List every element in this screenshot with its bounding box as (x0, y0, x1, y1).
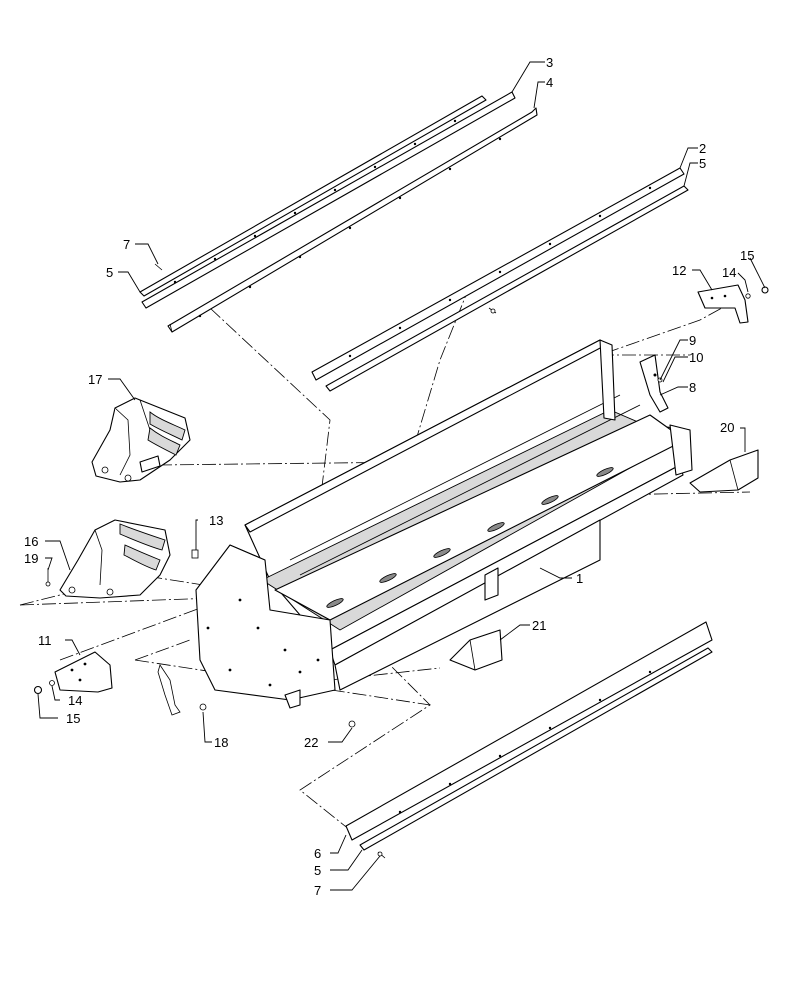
part-5-lower-strip (359, 647, 713, 851)
link-arm (157, 664, 181, 716)
end-plate-holes (206, 598, 320, 687)
part-13-bolt (191, 549, 199, 559)
callout-19: 19 (24, 551, 38, 566)
part-7-bolt-upper (154, 263, 163, 271)
callout-7-upper: 7 (123, 237, 130, 252)
callout-6: 6 (314, 846, 321, 861)
trough-slots (326, 467, 614, 608)
callout-8: 8 (689, 380, 696, 395)
lower-strip-holes (398, 670, 652, 814)
part-8-bracket (639, 354, 669, 413)
callout-17: 17 (88, 372, 102, 387)
part-17-casting (91, 397, 191, 483)
part-2-5-holes (348, 186, 652, 358)
callout-21: 21 (532, 618, 546, 633)
part-3-4-holes (173, 119, 502, 318)
callout-3: 3 (546, 55, 553, 70)
part-19-bolt (45, 568, 51, 587)
part-20-shield (689, 449, 759, 493)
part-11-bracket (54, 651, 113, 693)
callout-11: 11 (38, 633, 52, 648)
part-5-strip (325, 185, 689, 392)
callout-18: 18 (214, 735, 228, 750)
part-21-shield (449, 629, 503, 671)
part-22-bolt (348, 720, 356, 728)
callout-1: 1 (576, 571, 583, 586)
callout-5-upper-left: 5 (106, 265, 113, 280)
callout-7-lower: 7 (314, 883, 321, 898)
callout-2: 2 (699, 141, 706, 156)
callout-9: 9 (689, 333, 696, 348)
part-14-washer-right (745, 293, 751, 299)
callout-14-left: 14 (68, 693, 82, 708)
callout-5-lower: 5 (314, 863, 321, 878)
leader-lines (37, 61, 766, 891)
part-14-washer-left (49, 680, 55, 686)
part-2-strip (311, 167, 685, 381)
callout-20: 20 (720, 420, 734, 435)
callout-16: 16 (24, 534, 38, 549)
part-6-lower-strip (345, 621, 713, 841)
bolt-hardware (488, 307, 497, 314)
part-18-bolt (199, 703, 207, 711)
callout-22: 22 (304, 735, 318, 750)
part-12-bracket (697, 284, 749, 324)
callout-4: 4 (546, 75, 553, 90)
part-1-main-trough (195, 339, 693, 709)
part-15-nut-left (33, 685, 43, 695)
callout-13: 13 (209, 513, 223, 528)
callout-labels: 3 4 2 5 7 5 15 12 14 9 10 8 17 20 13 16 … (24, 55, 754, 898)
callout-12: 12 (672, 263, 686, 278)
callout-14-right: 14 (722, 265, 736, 280)
callout-10: 10 (689, 350, 703, 365)
part-3-upper-strip (139, 91, 516, 309)
callout-15-left: 15 (66, 711, 80, 726)
callout-5-upper-right: 5 (699, 156, 706, 171)
callout-15-right: 15 (740, 248, 754, 263)
part-16-casting (59, 519, 171, 599)
part-4-upper-strip (167, 107, 538, 333)
